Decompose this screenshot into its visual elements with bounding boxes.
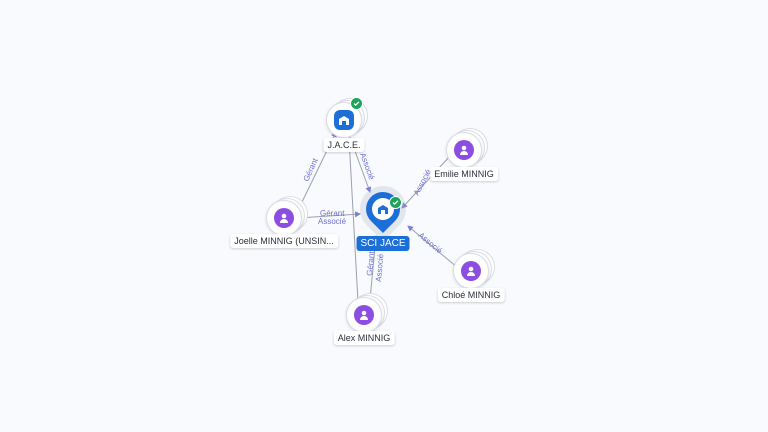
verified-check-icon — [350, 97, 363, 110]
person-icon — [274, 208, 294, 228]
edge-label-chloe-sci: Associé — [417, 231, 445, 256]
node-label-chloe: Chloé MINNIG — [437, 288, 505, 302]
person-icon — [461, 261, 481, 281]
edge-label-joelle-sci-2: Associé — [318, 217, 347, 226]
edge-joelle-sci — [297, 211, 361, 219]
edge-label-joelle-sci-1: Gérant — [320, 209, 345, 218]
edge-label-alex-sci-1: Gérant — [365, 250, 376, 276]
building-icon — [372, 198, 394, 220]
node-label-emilie: Emilie MINNIG — [430, 167, 498, 181]
edge-label-alex-sci-2: Associé — [374, 253, 385, 282]
node-label-sci-jace: SCI JACE — [356, 236, 410, 251]
person-icon — [354, 305, 374, 325]
verified-check-icon — [389, 196, 402, 209]
building-icon — [334, 110, 354, 130]
node-label-joelle: Joelle MINNIG (UNSIN... — [230, 234, 338, 248]
node-label-jace: J.A.C.E. — [323, 138, 365, 152]
edge-emilie-sci — [401, 155, 451, 209]
edge-chloe-sci — [407, 225, 459, 269]
edge-alex-jace — [348, 137, 359, 303]
person-icon — [454, 140, 474, 160]
node-label-alex: Alex MINNIG — [333, 331, 395, 345]
